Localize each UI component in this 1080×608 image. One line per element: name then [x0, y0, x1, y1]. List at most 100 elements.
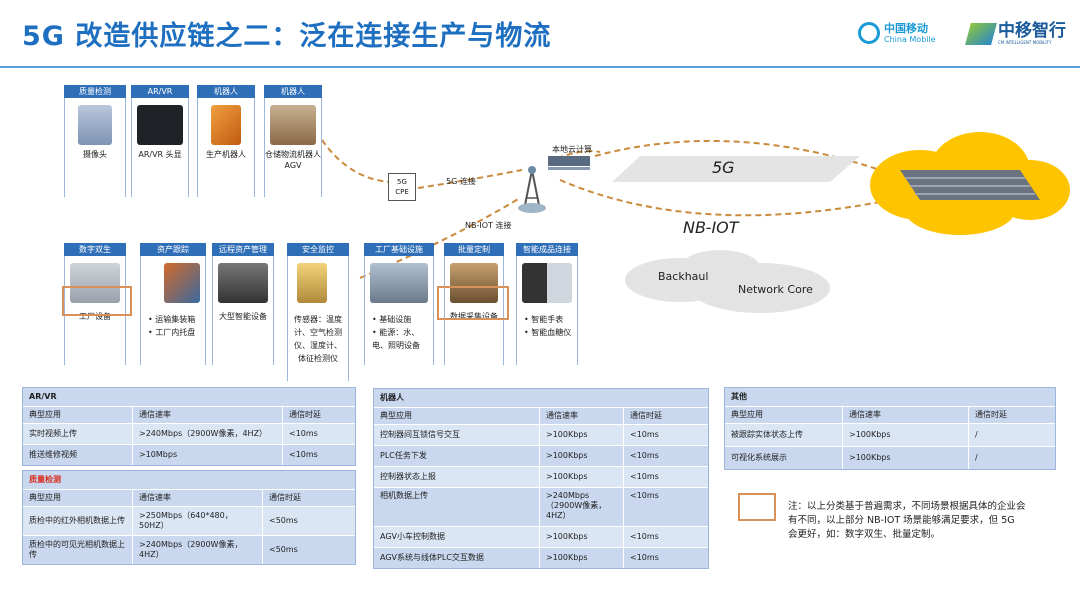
col-header: 通信时延	[630, 411, 662, 420]
factory-equipment-icon	[70, 263, 120, 303]
bullet-list: • 智能手表 • 智能血糖仪	[524, 313, 576, 339]
card-caption: 大型智能设备	[219, 312, 267, 321]
china-mobile-cn: 中国移动	[884, 21, 928, 35]
label-5g-link: 5G 连接	[446, 177, 476, 186]
card-header: 批量定制	[444, 243, 504, 256]
col-header: 通信时延	[975, 410, 1007, 419]
bullet-item: • 基础设施	[372, 315, 412, 324]
engine-icon	[218, 263, 268, 303]
table-header-row: 典型应用 通信速率 通信时延	[23, 489, 355, 506]
card-header: 安全监控	[287, 243, 349, 256]
table-row: 控制器状态上报 >100Kbps <10ms	[374, 466, 708, 487]
china-mobile-icon	[858, 22, 880, 44]
card-arvr: AR/VR AR/VR 头显	[131, 85, 189, 197]
label-nbiot-band: NB-IOT	[683, 218, 739, 237]
infrastructure-icon	[370, 263, 428, 303]
card-asset-tracking: 资产跟踪 • 运输集装箱 • 工厂内托盘	[140, 243, 206, 365]
label-backhaul: Backhaul	[658, 270, 709, 283]
col-header: 通信速率	[843, 407, 969, 423]
card-caption: 数据采集设备	[450, 312, 498, 321]
table-row: PLC任务下发 >100Kbps <10ms	[374, 445, 708, 466]
china-mobile-logo: 中国移动 China Mobile	[858, 22, 936, 44]
table-title: AR/VR	[23, 388, 355, 406]
robot-arm-icon	[211, 105, 241, 145]
table-header-row: 典型应用 通信速率 通信时延	[725, 406, 1055, 423]
label-network-core: Network Core	[738, 283, 813, 296]
card-caption: 摄像头	[83, 150, 107, 159]
table-other: 其他 典型应用 通信速率 通信时延 被跟踪实体状态上传 >100Kbps / 可…	[724, 387, 1056, 470]
agv-icon	[270, 105, 316, 145]
card-production-robot: 机器人 生产机器人	[197, 85, 255, 197]
link-nbiot-core	[559, 179, 901, 217]
bullet-item: • 工厂内托盘	[148, 328, 196, 337]
card-header: 机器人	[197, 85, 255, 98]
table-row: 实时视频上传 >240Mbps（2900W像素，4HZ） <10ms	[23, 423, 355, 444]
card-header: 机器人	[264, 85, 322, 98]
table-robot: 机器人 典型应用 通信速率 通信时延 控制器间互锁信号交互 >100Kbps <…	[373, 388, 709, 569]
page-title: 5G 改造供应链之二：泛在连接生产与物流	[22, 21, 552, 52]
table-title: 机器人	[374, 389, 708, 407]
highlight-batch-custom	[437, 286, 509, 320]
table-row: 质检中的可见光相机数据上传 >240Mbps（2900W像素，4HZ） <50m…	[23, 535, 355, 564]
china-mobile-en: China Mobile	[884, 34, 936, 44]
card-caption: 传感器：温度计、空气检测仪、湿度计、体征检测仪	[294, 315, 342, 363]
table-row: AGV小车控制数据 >100Kbps <10ms	[374, 526, 708, 547]
backhaul-cloud-shape	[625, 250, 830, 313]
core-cloud-icon	[870, 132, 1070, 235]
local-server-icon	[548, 156, 590, 166]
card-caption: AR/VR 头显	[138, 150, 182, 159]
table-row: 质检中的红外相机数据上传 >250Mbps（640*480，50HZ） <50m…	[23, 506, 355, 535]
card-agv-robot: 机器人 仓储物流机器人 AGV	[264, 85, 322, 197]
table-row: 相机数据上传 >240Mbps（2900W像素，4HZ） <10ms	[374, 487, 708, 526]
link-5g-core	[594, 139, 881, 171]
bullet-list: • 基础设施 • 能源：水、电、照明设备	[372, 313, 432, 352]
table-title: 质量检测	[23, 471, 355, 489]
label-nbiot-link: NB-IOT 连接	[465, 221, 512, 230]
card-factory-infra: 工厂基础设施 • 基础设施 • 能源：水、电、照明设备	[364, 243, 434, 365]
table-row: 推送维修视频 >10Mbps <10ms	[23, 444, 355, 465]
card-header: 数字双生	[64, 243, 126, 256]
card-header: 资产跟踪	[140, 243, 206, 256]
table-header-row: 典型应用 通信速率 通信时延	[23, 406, 355, 423]
table-quality: 质量检测 典型应用 通信速率 通信时延 质检中的红外相机数据上传 >250Mbp…	[22, 470, 356, 565]
zhongyi-icon	[965, 22, 997, 45]
data-collector-icon	[450, 263, 498, 303]
label-local-cloud: 本地云计算	[552, 145, 592, 154]
cell-tower-icon	[518, 166, 546, 213]
card-header: 智能成品连接	[516, 243, 578, 256]
link-cpe-tower	[417, 169, 523, 189]
table-arvr: AR/VR 典型应用 通信速率 通信时延 实时视频上传 >240Mbps（290…	[22, 387, 356, 466]
table-title: 其他	[725, 388, 1055, 406]
card-header: 远程资产管理	[212, 243, 274, 256]
col-header: 典型应用	[23, 407, 133, 423]
col-header: 典型应用	[23, 490, 133, 506]
camera-icon	[78, 105, 112, 145]
card-header: 质量检测	[64, 85, 126, 98]
card-batch-custom: 批量定制 数据采集设备	[444, 243, 504, 365]
network-diagram	[321, 132, 1070, 313]
card-caption: 工厂设备	[79, 312, 111, 321]
vr-headset-icon	[137, 105, 183, 145]
zhongyi-en: CM INTELLIGENT MOBILITY	[998, 40, 1052, 45]
bullet-list: • 运输集装箱 • 工厂内托盘	[148, 313, 204, 339]
col-header: 通信速率	[133, 490, 263, 506]
card-quality-camera: 质量检测 摄像头	[64, 85, 126, 197]
band-5g-shape	[612, 156, 860, 182]
table-row: 被跟踪实体状态上传 >100Kbps /	[725, 423, 1055, 446]
table-header-row: 典型应用 通信速率 通信时延	[374, 407, 708, 424]
note-text: 注：以上分类基于普遍需求，不同场景根据具体的企业会有不同，以上部分 NB-IOT…	[788, 501, 1026, 540]
bullet-item: • 智能手表	[524, 315, 564, 324]
card-smart-product: 智能成品连接 • 智能手表 • 智能血糖仪	[516, 243, 578, 365]
cpe-box: 5G CPE	[388, 173, 416, 201]
card-safety-monitor: 安全监控 传感器：温度计、空气检测仪、湿度计、体征检测仪	[287, 243, 349, 381]
col-header: 通信时延	[289, 410, 321, 419]
col-header: 典型应用	[725, 407, 843, 423]
table-row: 控制器间互锁信号交互 >100Kbps <10ms	[374, 424, 708, 445]
zhongyi-cn: 中移智行	[998, 21, 1066, 41]
warning-sign-icon	[297, 263, 327, 303]
table-row: 可视化系统展示 >100Kbps /	[725, 446, 1055, 469]
highlight-digital-twin	[62, 286, 132, 316]
table-row: AGV系统与线体PLC交互数据 >100Kbps <10ms	[374, 547, 708, 568]
link-devices-cpe	[321, 139, 393, 183]
bullet-item: • 能源：水、电、照明设备	[372, 328, 420, 350]
